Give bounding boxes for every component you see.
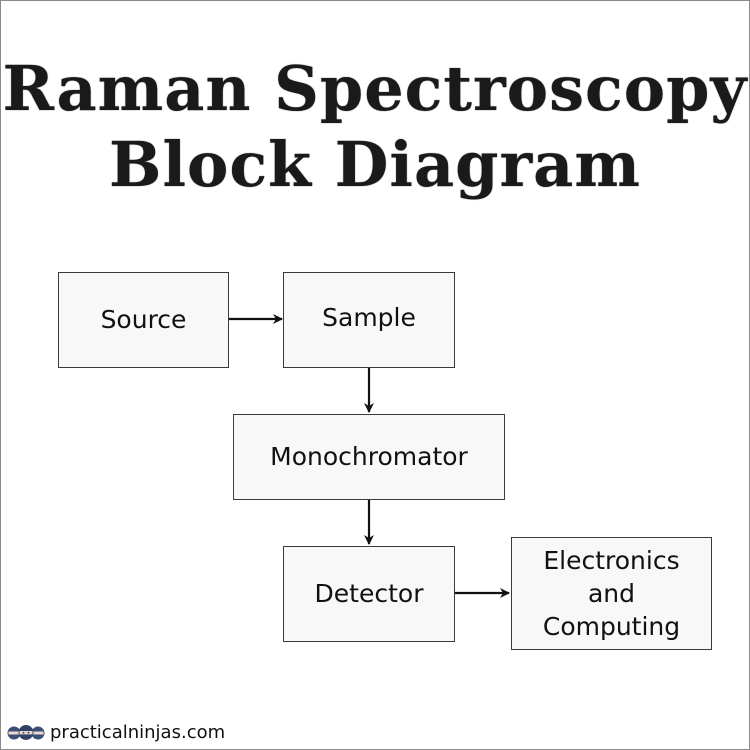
- sample-label: Sample: [322, 303, 416, 332]
- title-line-2: Block Diagram: [109, 128, 641, 201]
- detector-block: Detector: [283, 546, 455, 642]
- source-label: Source: [100, 305, 187, 334]
- source-block: Source: [58, 272, 229, 368]
- electronics-label-line-1: Electronics: [543, 546, 680, 575]
- electronics-label-line-2: and: [587, 579, 636, 608]
- detector-label: Detector: [314, 579, 424, 608]
- monochromator-label: Monochromator: [270, 442, 468, 471]
- ninja-heads-logo-icon: [7, 725, 45, 740]
- electronics-computing-block: Electronics and Computing: [511, 537, 712, 650]
- sample-block: Sample: [283, 272, 455, 368]
- title-line-1: Raman Spectroscopy: [2, 52, 748, 125]
- monochromator-block: Monochromator: [233, 414, 505, 500]
- electronics-label-line-3: Computing: [542, 612, 681, 641]
- footer-branding: practicalninjas.com: [6, 719, 225, 745]
- site-url-text: practicalninjas.com: [50, 721, 226, 743]
